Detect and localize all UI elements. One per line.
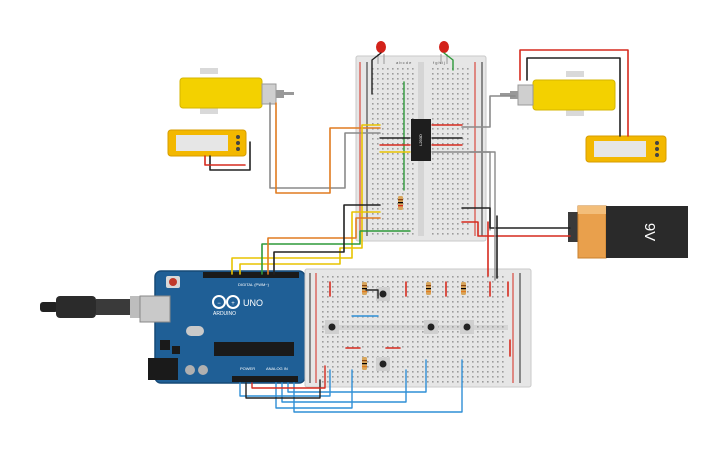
resistor-bottom-4 [362, 357, 367, 370]
wire-green-a [261, 230, 411, 275]
wire-yellow-b [239, 124, 381, 275]
wire-blue-1 [239, 369, 331, 397]
pushbutton-3[interactable] [424, 320, 438, 334]
wire-red-battery [461, 221, 571, 237]
pushbutton-4[interactable] [460, 320, 474, 334]
meter-right [585, 135, 667, 163]
wire-red-right-motor [519, 49, 629, 137]
dc-motor-right [500, 71, 616, 116]
atmega-chip [214, 342, 294, 356]
pushbutton-1[interactable] [325, 320, 339, 334]
motor-driver-ic [411, 119, 431, 161]
analog-pins-label: ANALOG IN [266, 366, 288, 371]
wire-black-battery [461, 207, 571, 229]
battery-voltage-label: 9V [641, 223, 658, 241]
arduino-logo: − + [212, 295, 240, 309]
capacitor-1 [185, 365, 195, 375]
breadboard-bottom-holes [322, 276, 504, 383]
wire-black-meter-left [209, 141, 251, 171]
resistor-bottom-3 [461, 282, 466, 295]
ic-label: L293D [418, 134, 423, 146]
dc-motor-left [179, 68, 294, 114]
wire-orange-a [267, 217, 381, 275]
wire-green-led-right [443, 52, 454, 71]
column-labels-left: a b c d e [396, 60, 412, 65]
usb-jack [139, 295, 171, 323]
dc-power-jack [148, 358, 178, 380]
digital-pins-label: DIGITAL (PWM~) [238, 282, 270, 287]
digital-header [203, 272, 299, 278]
breadboard-top: a b c d e f g h i j L293D [355, 55, 487, 242]
meter-left [167, 129, 247, 157]
wire-black-led-left [371, 52, 382, 95]
wire-gray-right-motor [461, 95, 516, 128]
wires [204, 49, 629, 413]
pushbutton-5[interactable] [376, 357, 390, 371]
svg-text:−: − [217, 301, 221, 307]
column-labels-right: f g h i j [433, 60, 445, 65]
power-pins-label: POWER [240, 366, 255, 371]
crystal [186, 326, 204, 336]
breadboard-bottom [304, 268, 532, 388]
battery-9v: 9V [568, 205, 688, 259]
wire-gray-left-motor [269, 102, 381, 189]
resistor-bottom-2 [426, 282, 431, 295]
wire-black-right-motor [526, 57, 621, 137]
power-analog-header [232, 376, 298, 382]
arduino-model-label: UNO [243, 298, 263, 308]
wire-black-a [273, 204, 381, 275]
resistor-top [398, 196, 403, 210]
resistor-bottom-1 [362, 282, 367, 295]
arduino-uno-board: − + ARDUINO UNO DIGITAL (PWM~) POWER ANA… [139, 270, 306, 384]
wire-blue-3 [281, 369, 407, 403]
capacitor-2 [198, 365, 208, 375]
svg-text:+: + [231, 301, 235, 307]
arduino-brand-label: ARDUINO [213, 311, 236, 317]
wire-red-meter-left [204, 155, 246, 166]
wire-blue-2 [275, 369, 353, 409]
pushbutton-2[interactable] [376, 287, 390, 301]
wire-orange-left-motor [275, 102, 381, 194]
